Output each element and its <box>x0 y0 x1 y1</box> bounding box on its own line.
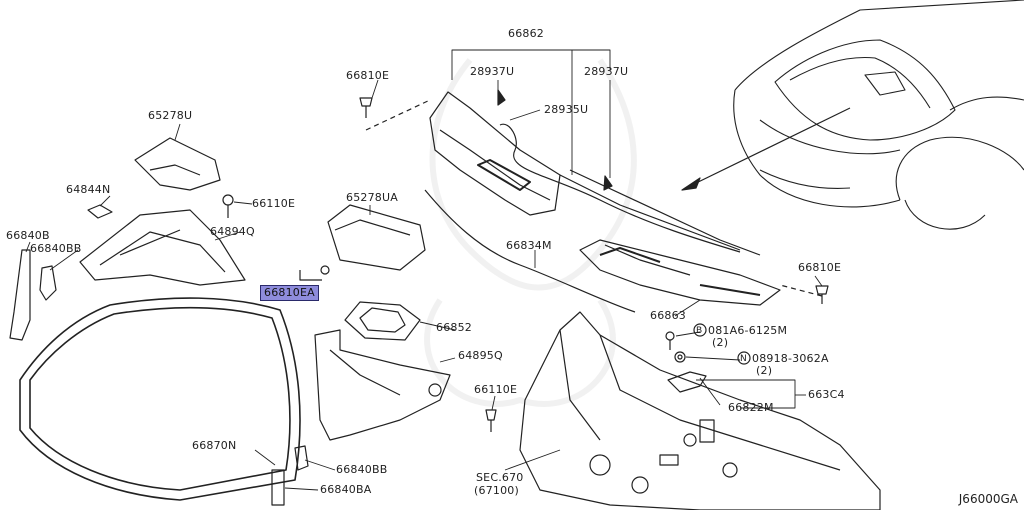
section-label-sec670: SEC.670 <box>476 471 524 484</box>
part-label-66840bb-bottom: 66840BB <box>336 463 388 476</box>
part-label-65278ua: 65278UA <box>346 191 398 204</box>
leader-dash-2 <box>779 284 823 297</box>
part-label-66840ba: 66840BA <box>320 483 372 496</box>
bolt-symbol-b <box>693 323 707 337</box>
bracket-66840bb-left <box>39 265 57 301</box>
part-label-663c4: 663C4 <box>808 388 845 401</box>
cowl-seal-strip <box>424 189 636 313</box>
nut-08918 <box>674 351 686 363</box>
bracket-64895q <box>314 329 451 441</box>
clip-66110e-mid <box>485 409 497 432</box>
part-label-66810ea-highlighted[interactable]: 66810EA <box>260 285 319 301</box>
part-label-66834m: 66834M <box>506 239 552 252</box>
bracket-64894q <box>79 209 246 286</box>
part-label-66840bb-left: 66840BB <box>30 242 82 255</box>
pad-64844n <box>87 204 113 219</box>
part-label-64844n: 64844N <box>66 183 111 196</box>
part-label-66852: 66852 <box>436 321 472 334</box>
part-label-66810e-right: 66810E <box>798 261 842 274</box>
vehicle-outline <box>733 0 1024 230</box>
nut-symbol-label: N <box>740 354 747 364</box>
watermark-logo <box>424 58 637 407</box>
duct-66852 <box>344 301 421 341</box>
part-label-66840b: 66840B <box>6 229 50 242</box>
leader-dash-1 <box>365 99 431 131</box>
part-label-081a6-6125m: 081A6-6125M <box>708 324 788 337</box>
bracket-66840ba <box>271 469 285 506</box>
bracket-66822m <box>667 371 707 393</box>
cowl-top-cover-right <box>579 239 781 306</box>
clip-66810ea <box>299 265 330 281</box>
leader-lines <box>25 49 823 491</box>
washer-hose <box>497 89 741 253</box>
part-label-66822m: 66822M <box>728 401 774 414</box>
part-label-66110e-mid: 66110E <box>474 383 518 396</box>
part-label-66870n: 66870N <box>192 439 237 452</box>
diagram-code: J66000GA <box>958 492 1018 506</box>
part-label-66110e-top: 66110E <box>252 197 296 210</box>
clip-66810e-top <box>359 97 373 118</box>
section-label-sec670-sub: (67100) <box>474 484 519 497</box>
dash-panel-sec670 <box>519 311 881 511</box>
bolt-081a6 <box>665 331 675 350</box>
part-label-08918-3062a: 08918-3062A <box>752 352 829 365</box>
clip-66110e-top <box>222 194 234 218</box>
part-label-28935u: 28935U <box>544 103 589 116</box>
bracket-66840b <box>9 249 31 341</box>
bracket-66840bb-bottom <box>294 445 309 471</box>
nut-symbol-n <box>737 351 751 365</box>
part-label-66862: 66862 <box>508 27 544 40</box>
part-label-64894q: 64894Q <box>210 225 255 238</box>
cover-65278ua <box>327 204 426 271</box>
part-label-28937u-right: 28937U <box>584 65 629 78</box>
cowl-top-cover-left <box>429 91 761 256</box>
part-label-64895q: 64895Q <box>458 349 503 362</box>
weatherstrip-66870n <box>19 297 301 501</box>
part-label-66863: 66863 <box>650 309 686 322</box>
qty-label-08918: (2) <box>756 364 773 377</box>
part-label-65278u: 65278U <box>148 109 193 122</box>
bolt-symbol-label: B <box>696 326 703 336</box>
location-arrow <box>681 107 851 191</box>
cover-65278u <box>134 137 221 191</box>
part-label-28937u-left: 28937U <box>470 65 515 78</box>
part-label-66810e-top: 66810E <box>346 69 390 82</box>
qty-label-081a6: (2) <box>712 336 729 349</box>
